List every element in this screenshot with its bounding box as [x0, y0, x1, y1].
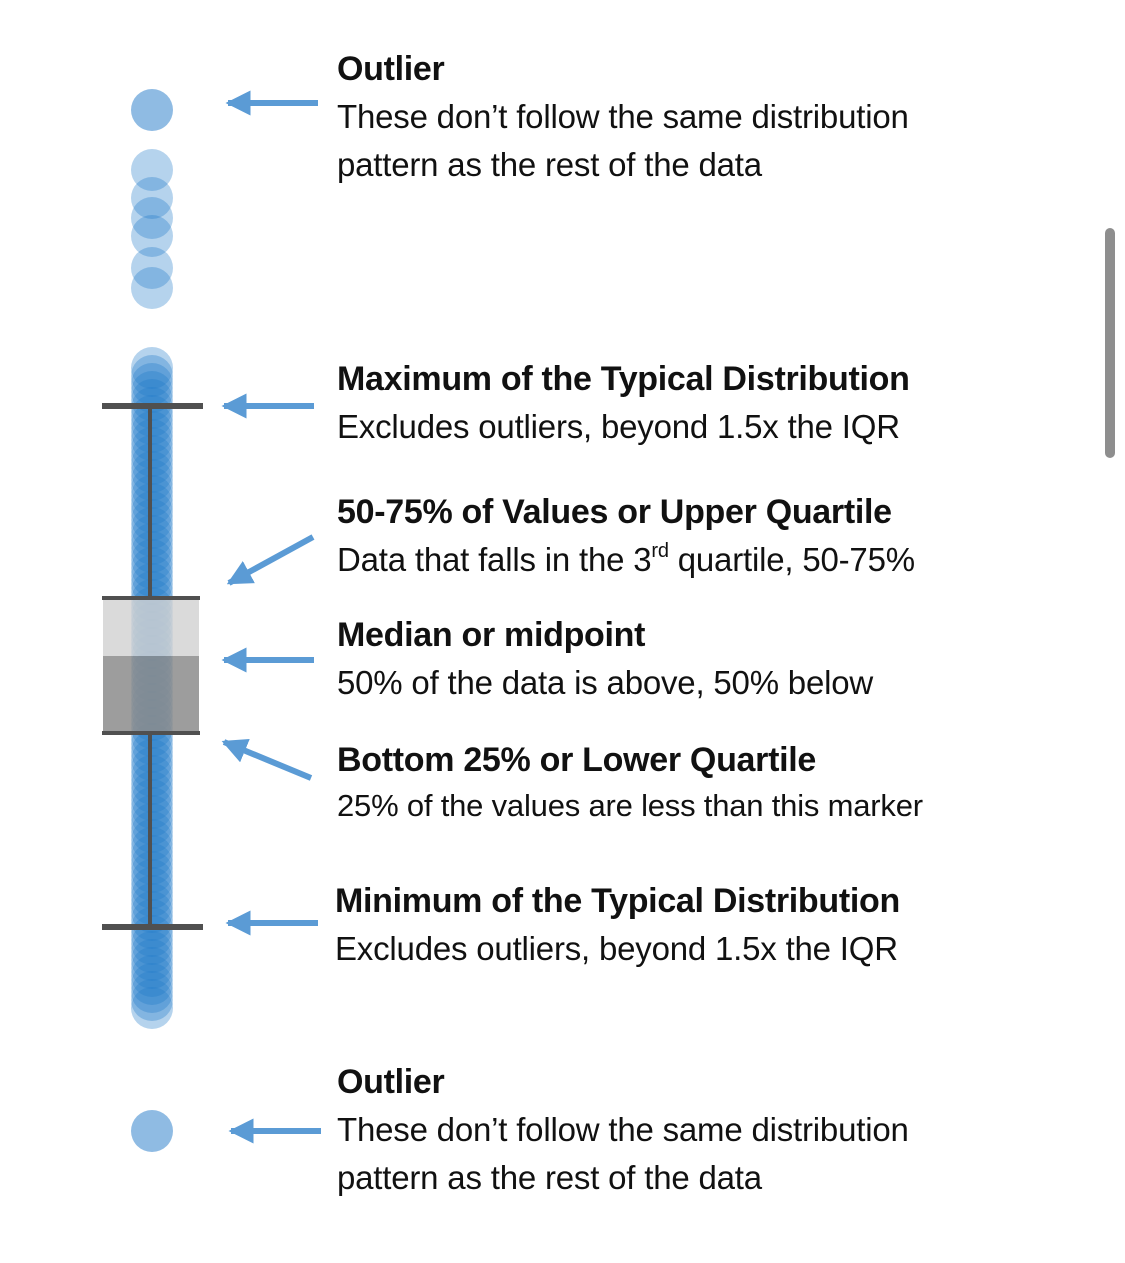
data-dot	[131, 931, 173, 973]
annotation-title: Minimum of the Typical Distribution	[335, 882, 900, 920]
data-dot	[131, 363, 173, 405]
data-dot	[131, 149, 173, 191]
data-dot	[131, 347, 173, 389]
data-dot	[131, 197, 173, 239]
data-dot	[131, 939, 173, 981]
arrow-lower-quartile	[221, 739, 313, 781]
annotation-title: Bottom 25% or Lower Quartile	[337, 741, 817, 779]
annotation-description: Excludes outliers, beyond 1.5x the IQR	[335, 930, 898, 967]
data-dot	[131, 177, 173, 219]
annotation-upper-quartile: 50-75% of Values or Upper Quartile Data …	[337, 488, 1037, 584]
upper-quartile-box	[103, 598, 199, 656]
annotation-maximum: Maximum of the Typical Distribution Excl…	[337, 355, 1037, 451]
lower-quartile-box	[103, 656, 199, 733]
arrow-upper-quartile	[226, 534, 315, 586]
description-text: quartile, 50-75%	[668, 541, 915, 578]
annotation-title: Outlier	[337, 1063, 445, 1101]
data-dot	[131, 955, 173, 997]
data-dot	[131, 923, 173, 965]
scrollbar[interactable]	[1105, 228, 1115, 458]
annotation-lower-quartile: Bottom 25% or Lower Quartile 25% of the …	[337, 736, 1037, 828]
data-dot	[131, 979, 173, 1021]
annotation-description: 25% of the values are less than this mar…	[337, 788, 923, 823]
annotation-description: These don’t follow the same distribution	[337, 98, 909, 135]
data-dot	[131, 947, 173, 989]
description-text: Data that falls in the 3	[337, 541, 652, 578]
annotation-description: Excludes outliers, beyond 1.5x the IQR	[337, 408, 900, 445]
annotation-title: 50-75% of Values or Upper Quartile	[337, 493, 892, 531]
data-dot	[131, 379, 173, 421]
annotation-minimum: Minimum of the Typical Distribution Excl…	[335, 877, 1035, 973]
annotation-title: Maximum of the Typical Distribution	[337, 360, 910, 398]
data-dot	[131, 247, 173, 289]
data-dot	[131, 963, 173, 1005]
annotation-description: Data that falls in the 3rd quartile, 50-…	[337, 536, 1037, 584]
data-dot	[131, 987, 173, 1029]
annotation-description: pattern as the rest of the data	[337, 146, 762, 183]
outlier-dot	[131, 89, 173, 131]
data-dot	[131, 371, 173, 413]
annotation-description: These don’t follow the same distribution	[337, 1111, 909, 1148]
annotation-outlier-top: Outlier These don’t follow the same dist…	[337, 45, 1037, 189]
annotation-title: Median or midpoint	[337, 616, 646, 654]
annotation-description: pattern as the rest of the data	[337, 1159, 762, 1196]
data-dot	[131, 267, 173, 309]
data-dot	[131, 971, 173, 1013]
data-dot	[131, 215, 173, 257]
annotation-title: Outlier	[337, 50, 445, 88]
ordinal-suffix: rd	[651, 540, 669, 562]
annotation-description: 50% of the data is above, 50% below	[337, 664, 874, 701]
outlier-dot	[131, 1110, 173, 1152]
annotation-outlier-bottom: Outlier These don’t follow the same dist…	[337, 1058, 1037, 1202]
annotation-median: Median or midpoint 50% of the data is ab…	[337, 611, 1037, 707]
data-dot	[131, 355, 173, 397]
